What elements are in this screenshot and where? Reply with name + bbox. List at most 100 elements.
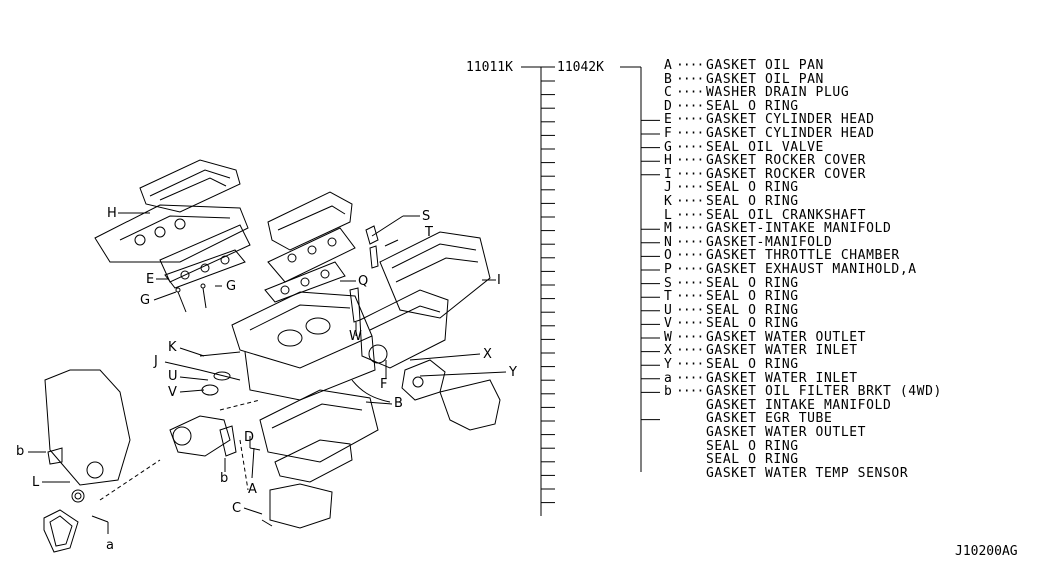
callout-leaders [28, 212, 507, 534]
part-letter: X [664, 343, 672, 359]
callout-A: A [248, 482, 257, 497]
parts-list-item: J··········SEAL O RING [664, 181, 942, 195]
parts-list-item: D··········SEAL O RING [664, 100, 942, 114]
leader-dots: ·········· [676, 317, 706, 331]
part-letter: K [664, 193, 672, 209]
part-name: SEAL O RING [706, 438, 799, 454]
callout-Y: Y [509, 365, 517, 380]
part-letter: G [664, 139, 672, 155]
callout-G-right: G [226, 279, 237, 294]
leader-dots: ·········· [676, 167, 706, 182]
leader-dots: ·········· [676, 154, 706, 168]
leader-dots [676, 399, 706, 413]
part-name: GASKET EGR TUBE [706, 411, 833, 427]
parts-list-item: I ··········GASKET ROCKER COVER [664, 168, 942, 182]
leader-dots: ·········· [676, 59, 706, 73]
part-letter [664, 399, 676, 413]
parts-list-item: S··········SEAL O RING [664, 276, 942, 291]
part-letter: E [664, 112, 672, 128]
part-letter: H [664, 153, 672, 169]
leader-dots: ·········· [676, 235, 706, 250]
callout-U: U [168, 369, 178, 384]
parts-list-item: T··········SEAL O RING [664, 290, 942, 304]
leader-dots: ·········· [676, 371, 706, 386]
part-name: SEAL O RING [706, 302, 799, 318]
part-name: WASHER DRAIN PLUG [706, 85, 850, 101]
engine-illustration [43, 159, 501, 553]
part-name: GASKET OIL PAN [706, 58, 824, 73]
callout-W: W [349, 329, 362, 344]
part-letter: J [664, 180, 672, 196]
part-name: SEAL OIL CRANKSHAFT [706, 207, 867, 223]
part-name: GASKET-INTAKE MANIFOLD [706, 221, 892, 237]
callout-X: X [483, 347, 492, 362]
leader-dots: ·········· [676, 290, 706, 304]
parts-list-item: F··········GASKET CYLINDER HEAD [664, 127, 942, 141]
part-letter: M [664, 221, 672, 237]
leader-dots: ·········· [676, 99, 706, 114]
part-letter [664, 426, 676, 440]
part-letter [664, 467, 676, 481]
callout-K: K [168, 340, 177, 355]
parts-list-item: K ··········SEAL O RING [664, 195, 942, 209]
leader-dots: ·········· [676, 330, 706, 345]
part-name: GASKET ROCKER COVER [706, 166, 867, 182]
parts-list-item: O··········GASKET THROTTLE CHAMBER [664, 249, 942, 263]
part-name: GASKET CYLINDER HEAD [706, 125, 875, 141]
leader-dots: ·········· [676, 303, 706, 318]
callout-I: I [497, 273, 501, 288]
part-letter: P [664, 261, 672, 277]
part-name: SEAL O RING [706, 452, 799, 468]
parts-list-item: P ··········GASKET EXHAUST MANIHOLD,A [664, 263, 942, 277]
part-letter: L [664, 207, 672, 223]
part-name: GASKET WATER INLET [706, 343, 858, 359]
leader-dots: ·········· [676, 86, 706, 100]
part-letter: W [664, 329, 672, 345]
leader-dots [676, 440, 706, 454]
kit-code: 11042K [557, 60, 604, 75]
part-name: SEAL O RING [706, 357, 799, 373]
leader-dots: ·········· [676, 385, 706, 399]
leader-dots: ·········· [676, 140, 706, 155]
callout-F: F [380, 377, 388, 392]
leader-dots: ·········· [676, 194, 706, 209]
leader-dots [676, 467, 706, 481]
part-name: GASKET WATER OUTLET [706, 329, 867, 345]
part-name: SEAL O RING [706, 193, 799, 209]
part-letter [664, 440, 676, 454]
drawing-id: J10200AG [955, 544, 1018, 559]
parts-list-item: Y··········SEAL O RING [664, 358, 942, 372]
parts-list-item: N··········GASKET-MANIFOLD [664, 236, 942, 250]
callout-b-left: b [16, 444, 25, 459]
callout-T: T [425, 225, 433, 240]
part-name: GASKET EXHAUST MANIHOLD,A [706, 261, 917, 277]
callout-C: C [232, 501, 242, 516]
part-letter: N [664, 234, 672, 250]
callout-E: E [146, 272, 155, 287]
callout-G-left: G [140, 293, 151, 308]
parts-list-item: H ··········GASKET ROCKER COVER [664, 154, 942, 168]
leader-dots: ·········· [676, 126, 706, 141]
parts-list-item: X ··········GASKET WATER INLET [664, 344, 942, 358]
part-letter: V [664, 316, 672, 332]
part-letter [664, 412, 676, 426]
part-letter: I [664, 166, 672, 182]
leader-dots: ·········· [676, 276, 706, 291]
callout-L: L [32, 475, 40, 490]
leader-dots: ·········· [676, 208, 706, 223]
parts-list-item: U··········SEAL O RING [664, 304, 942, 318]
part-name: GASKET WATER INLET [706, 370, 858, 386]
callout-J: J [154, 354, 158, 369]
part-name: GASKET ROCKER COVER [706, 153, 867, 169]
part-letter: D [664, 98, 672, 114]
leader-dots [676, 453, 706, 467]
leader-dots [676, 412, 706, 426]
leader-dots [676, 426, 706, 440]
leader-dots: ·········· [676, 181, 706, 195]
parts-list-item: SEAL O RING [664, 440, 942, 454]
part-letter: Y [664, 357, 672, 373]
part-name: GASKET CYLINDER HEAD [706, 112, 875, 128]
leader-dots: ·········· [676, 344, 706, 359]
leader-dots: ·········· [676, 262, 706, 277]
